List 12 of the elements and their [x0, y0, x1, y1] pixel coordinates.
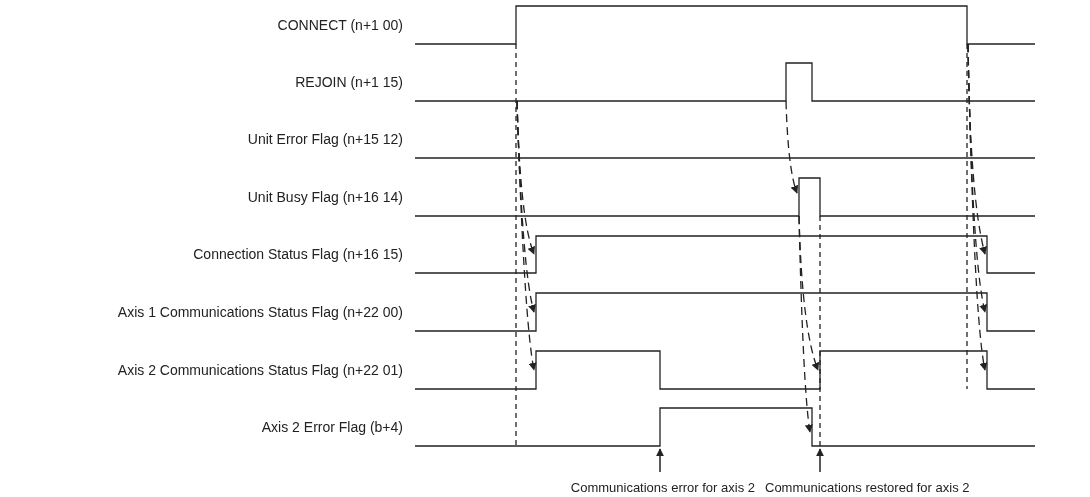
annotation-text: Communications error for axis 2: [570, 480, 755, 495]
leader-arrow: [816, 448, 824, 473]
signal-name: Connection Status Flag (n+16 15): [193, 246, 403, 262]
leader-arrow: [656, 448, 664, 473]
signal-name: CONNECT (n+1 00): [277, 17, 403, 33]
signal-name: Axis 2 Error Flag (b+4): [261, 419, 403, 435]
annotation-text: Communications restored for axis 2: [765, 480, 970, 495]
signal-name: Axis 2 Communications Status Flag (n+22 01): [117, 362, 403, 378]
signal-name: Unit Busy Flag (n+16 14): [247, 189, 403, 205]
signal-name: Unit Error Flag (n+15 12): [247, 131, 403, 147]
signal-name: REJOIN (n+1 15): [295, 74, 403, 90]
signal-name: Axis 1 Communications Status Flag (n+22 00): [117, 304, 403, 320]
